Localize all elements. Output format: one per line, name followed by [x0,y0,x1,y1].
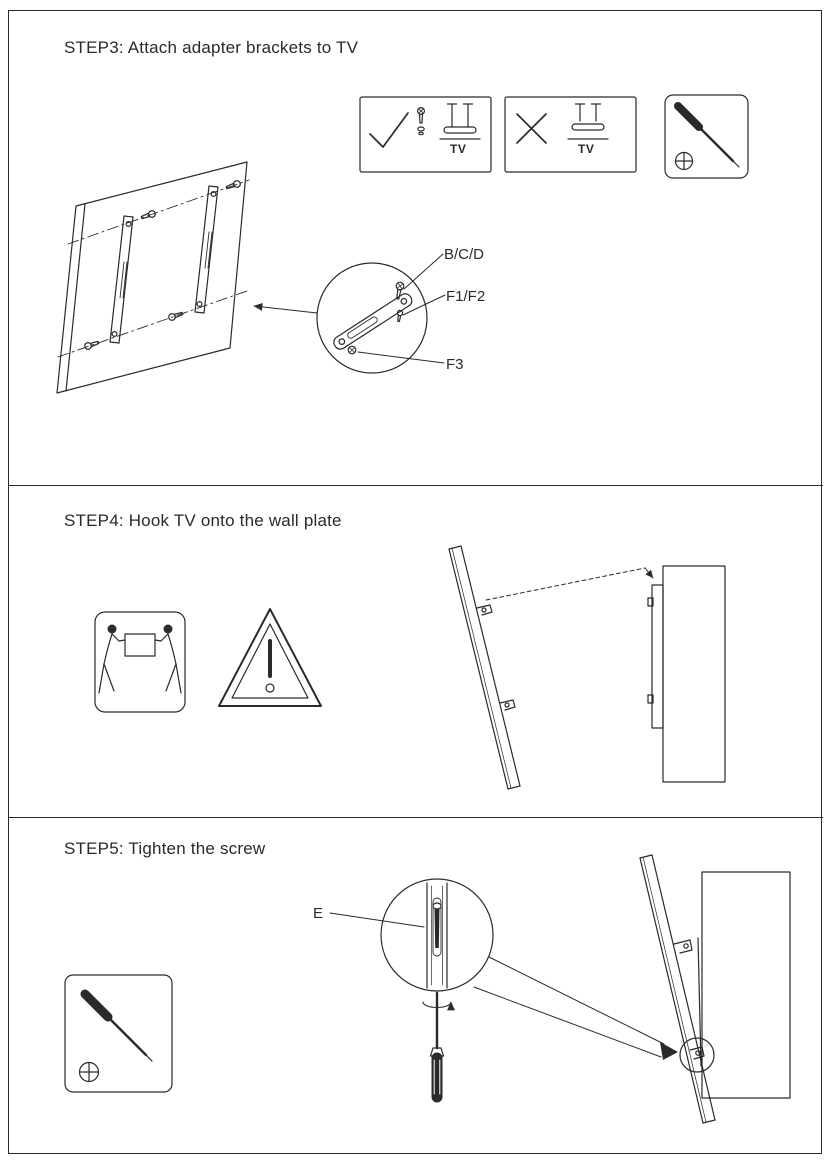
screw-f1f2 [396,309,404,323]
correct-option-box [359,96,492,173]
warning-triangle-icon [218,608,322,707]
wrong-box-tv-label: TV [578,142,595,156]
bracket-detail [333,293,413,350]
screw-f3 [347,345,357,355]
two-person-carry-icon [98,624,182,694]
callout-e: E [313,905,324,922]
hook-bottom [689,1046,705,1060]
tv-hook-bottom [499,699,516,711]
centerline-bottom [57,290,248,358]
pointer-line-1 [488,956,665,1045]
section-divider-1 [8,485,823,486]
screwdriver-icon [674,102,740,168]
wall-plate [647,584,664,729]
callout-bcd: B/C/D [444,246,485,263]
screwdriver-icon [80,989,153,1062]
section-divider-2 [8,817,823,818]
screw-icon [140,210,156,220]
wall [701,871,791,1099]
step3-title: STEP3: Attach adapter brackets to TV [64,38,359,57]
phillips-icon [674,151,694,171]
screw-icon [225,180,241,190]
check-icon [369,112,409,148]
tool-box-step3 [664,94,749,179]
callout-f3: F3 [446,356,464,373]
hook-guide-dashed [485,567,646,601]
wall [662,565,726,783]
zoom-detail-step5 [329,878,494,1103]
screw-icon [417,106,426,136]
tv-hook-top [476,604,493,616]
two-person-carry-box [94,611,186,713]
tv-back-illustration [56,161,250,394]
adapter-bracket-right [194,185,219,314]
screw-e [432,902,442,948]
pointer-line-2 [473,986,662,1058]
wrong-option-box [504,96,637,173]
zoom-pointer-arrow [253,302,318,314]
leader-f3 [357,351,445,364]
leader-e [329,912,425,928]
screw-bcd [395,281,405,300]
tightening-screwdriver [422,991,455,1103]
callout-f1f2: F1/F2 [446,288,486,305]
screw-icon [168,311,184,321]
step5-title: STEP5: Tighten the screw [64,839,266,858]
wall-plate-edge [697,937,702,1067]
centerline-top [67,179,250,245]
screws-into-bracket-icon [439,103,481,140]
tool-box-step5 [64,974,173,1093]
adapter-bracket-left [109,215,134,344]
hook-tv-diagram [448,545,726,790]
bracket-detail-vertical [426,882,448,989]
leader-bcd [403,253,444,290]
rotation-arrow [422,1001,455,1011]
cross-icon [516,113,547,144]
zoom-detail-step3 [253,253,446,374]
highlight-circle [679,1037,715,1073]
mounted-tv-diagram [473,854,791,1124]
pointer-arrowhead [660,1042,678,1060]
page-border [8,10,822,1154]
screws-not-flush-icon [567,103,609,140]
hook-top [673,939,693,954]
screw-icon [84,340,100,350]
leader-f1f2 [402,294,446,316]
hook-guide-arrow [644,567,654,579]
correct-box-tv-label: TV [450,142,467,156]
phillips-icon [78,1061,100,1083]
step4-title: STEP4: Hook TV onto the wall plate [64,511,342,530]
